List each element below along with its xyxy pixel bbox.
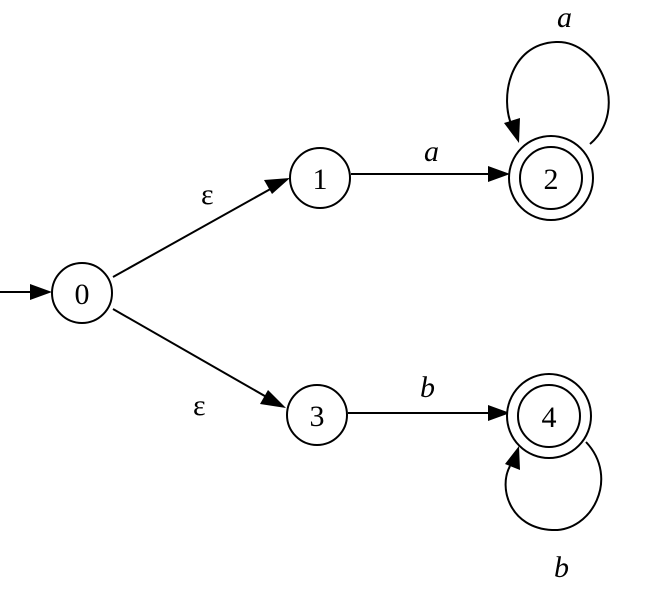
edge-0-to-1 [112,178,290,278]
state-2-accepting: 2 [508,135,594,221]
state-label-0: 0 [75,278,90,311]
edge-label-0-to-3: ε [193,389,206,422]
self-loop-4 [504,441,603,532]
state-3: 3 [286,384,348,446]
edge-label-1-to-2: a [424,135,439,168]
state-label-2: 2 [544,163,559,196]
state-4-accepting: 4 [506,373,592,459]
edge-label-4-loop: b [554,551,569,584]
state-label-4: 4 [542,401,557,434]
edge-label-3-to-4: b [420,371,435,404]
edge-label-2-loop: a [557,1,572,34]
state-label-3: 3 [310,400,325,433]
start-arrow [0,284,52,300]
state-0: 0 [51,262,113,324]
edge-1-to-2 [351,166,510,182]
edge-0-to-3 [112,308,286,408]
edge-3-to-4 [348,405,510,421]
edge-label-0-to-1: ε [201,178,214,211]
self-loop-2 [504,40,610,145]
state-1: 1 [289,147,351,209]
state-label-1: 1 [313,163,328,196]
